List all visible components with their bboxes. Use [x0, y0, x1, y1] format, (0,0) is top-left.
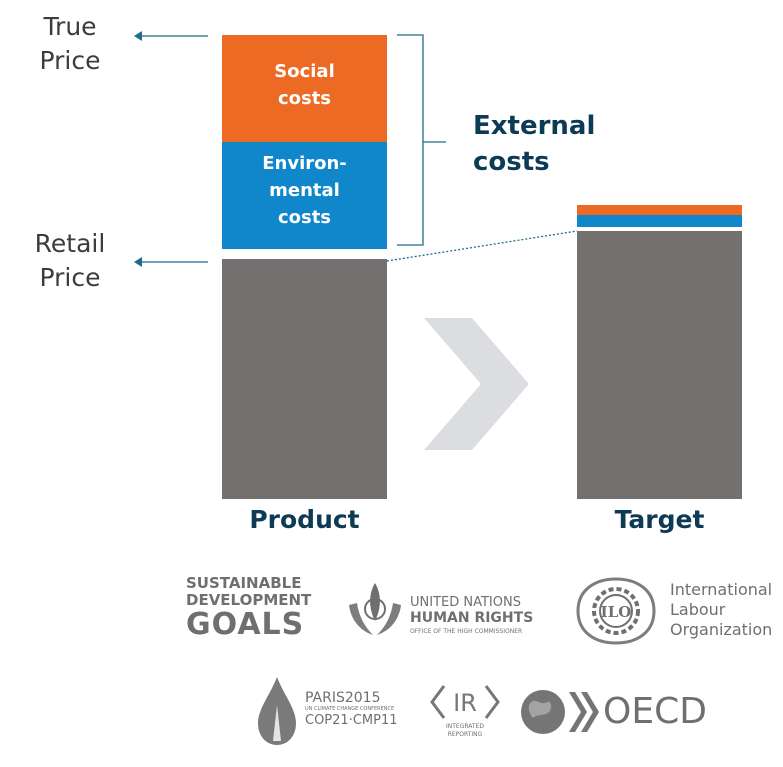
paris-2015-logo: PARIS2015 UN CLIMATE CHANGE CONFERENCE C…	[305, 690, 420, 728]
product-label: Product	[249, 505, 360, 534]
integrated-reporting-logo: INTEGRATED REPORTING	[430, 723, 500, 739]
target-social-costs-segment	[577, 205, 742, 215]
ir-logo-line-1: INTEGRATED	[445, 723, 484, 730]
paris-droplet-icon	[258, 677, 296, 745]
oecd-globe-icon	[521, 690, 599, 734]
true-price-line-2: Price	[39, 46, 101, 75]
un-laurel-emblem-icon	[349, 583, 401, 635]
social-costs-label: Social costs	[222, 58, 387, 112]
retail-to-target-connector	[386, 230, 578, 262]
un-logo-line-2: HUMAN RIGHTS	[410, 610, 534, 626]
oecd-logo: OECD	[603, 691, 707, 732]
environmental-costs-label: Environ- mental costs	[222, 150, 387, 231]
true-price-label: True Price	[28, 10, 112, 78]
un-logo-line-1: UNITED NATIONS	[410, 595, 521, 610]
integrated-reporting-emblem-icon: IR	[430, 685, 500, 719]
product-retail-segment	[222, 259, 387, 499]
ilo-logo-line-1: International	[670, 580, 773, 599]
true-price-diagram	[134, 31, 742, 499]
ilo-logo: International Labour Organization	[670, 580, 782, 640]
environmental-costs-line-3: costs	[277, 207, 332, 228]
un-logo-line-3: OFFICE OF THE HIGH COMMISSIONER	[410, 628, 523, 635]
target-environmental-costs-segment	[577, 215, 742, 227]
paris-logo-line-2: UN CLIMATE CHANGE CONFERENCE	[305, 706, 395, 712]
ilo-emblem-icon: ILO	[576, 577, 656, 645]
ilo-logo-line-2: Labour	[670, 600, 726, 619]
sdg-logo: SUSTAINABLE DEVELOPMENT GOALS	[186, 575, 326, 641]
chevron-arrow-icon	[424, 318, 529, 450]
sdg-logo-line-1: SUSTAINABLE	[186, 574, 302, 592]
social-costs-line-1: Social	[274, 61, 335, 82]
retail-price-line-1: Retail	[34, 229, 106, 258]
paris-logo-line-1: PARIS2015	[305, 690, 381, 706]
retail-price-label: Retail Price	[28, 227, 112, 295]
retail-price-arrowhead	[134, 257, 142, 267]
external-costs-label: External costs	[473, 108, 595, 180]
environmental-costs-line-1: Environ-	[262, 153, 347, 174]
target-retail-segment	[577, 231, 742, 499]
ilo-emblem-mark: ILO	[601, 603, 632, 621]
external-costs-bracket	[397, 34, 424, 246]
environmental-costs-line-2: mental	[269, 180, 340, 201]
ir-logo-line-2: REPORTING	[447, 731, 483, 738]
sdg-logo-line-3: GOALS	[186, 607, 305, 642]
ilo-logo-line-3: Organization	[670, 620, 773, 639]
product-environmental-costs-segment	[222, 142, 387, 249]
true-price-arrowhead	[134, 31, 142, 41]
paris-logo-line-3: COP21·CMP11	[305, 713, 398, 728]
sdg-logo-line-2: DEVELOPMENT	[186, 591, 312, 609]
target-label: Target	[614, 505, 705, 534]
product-social-costs-segment	[222, 35, 387, 142]
external-costs-line-2: costs	[473, 147, 550, 177]
retail-price-line-2: Price	[39, 263, 101, 292]
true-price-line-1: True	[43, 12, 97, 41]
external-costs-line-1: External	[473, 111, 596, 141]
social-costs-line-2: costs	[277, 88, 332, 109]
un-human-rights-logo: UNITED NATIONS HUMAN RIGHTS OFFICE OF TH…	[410, 595, 560, 636]
ir-emblem-mark: IR	[453, 689, 477, 717]
